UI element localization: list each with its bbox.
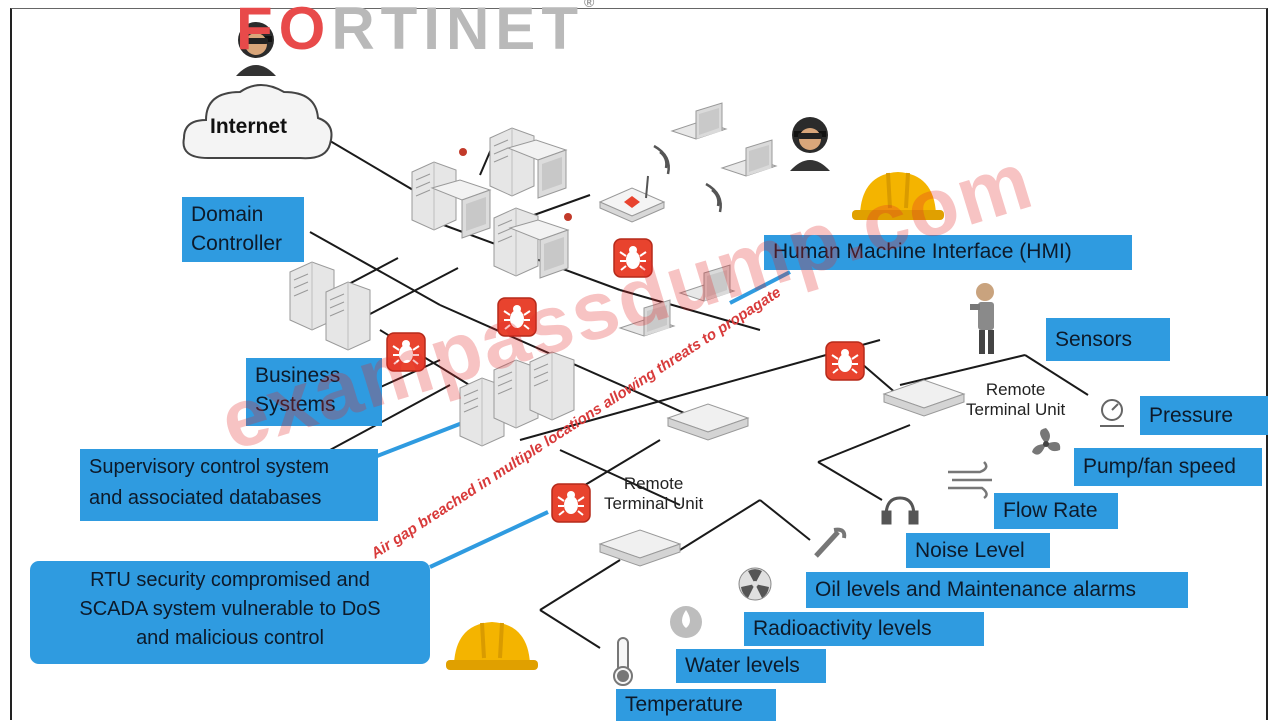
supervisory-control-label: Supervisory control system and associate… — [80, 449, 378, 521]
laptop-icon — [671, 102, 727, 140]
oil-levels-label: Oil levels and Maintenance alarms — [806, 572, 1188, 608]
server-icon — [411, 161, 457, 231]
callout-lines — [371, 270, 791, 569]
cloud-icon — [182, 84, 333, 160]
thermometer-icon — [613, 637, 633, 686]
malware-bug-icon — [825, 341, 865, 381]
temperature-label: Temperature — [616, 689, 776, 721]
diagram-frame — [10, 8, 1268, 720]
rtu-compromised-label: RTU security compromised and SCADA syste… — [30, 561, 430, 664]
switch-icon — [667, 403, 749, 441]
noise-level-label: Noise Level — [906, 533, 1050, 568]
rtu-device-icon — [599, 529, 681, 567]
wind-icon — [948, 461, 992, 500]
gauge-icon — [1100, 399, 1124, 427]
fan-icon — [1032, 428, 1061, 455]
router-icon — [598, 175, 666, 223]
wrench-icon — [814, 527, 847, 558]
radiation-icon — [738, 567, 772, 601]
engineer-icon — [970, 283, 994, 354]
server-icon — [489, 127, 535, 197]
fortinet-logo: FORTINET® — [236, 0, 595, 62]
sensors-label: Sensors — [1046, 318, 1170, 361]
pump-fan-speed-label: Pump/fan speed — [1074, 448, 1262, 486]
rtu-lower-label: Remote Terminal Unit — [604, 474, 704, 513]
pressure-label: Pressure — [1140, 396, 1268, 435]
rtu-upper-label: Remote Terminal Unit — [966, 380, 1066, 419]
business-systems-label: Business Systems — [246, 358, 382, 426]
hardhat-icon — [444, 620, 540, 672]
laptop-icon — [721, 139, 777, 177]
internet-label: Internet — [210, 115, 288, 138]
water-levels-label: Water levels — [676, 649, 826, 683]
domain-controller-label: Domain Controller — [182, 197, 304, 262]
server-icon — [493, 207, 539, 277]
malware-bug-icon — [551, 483, 591, 523]
radioactivity-label: Radioactivity levels — [744, 612, 984, 646]
water-drop-icon — [670, 606, 702, 638]
hmi-label: Human Machine Interface (HMI) — [764, 235, 1132, 270]
hacker-icon — [790, 117, 830, 171]
flow-rate-label: Flow Rate — [994, 493, 1118, 529]
rtu-device-icon — [883, 379, 965, 417]
headphones-icon — [881, 496, 919, 525]
wifi-icon — [653, 144, 722, 213]
